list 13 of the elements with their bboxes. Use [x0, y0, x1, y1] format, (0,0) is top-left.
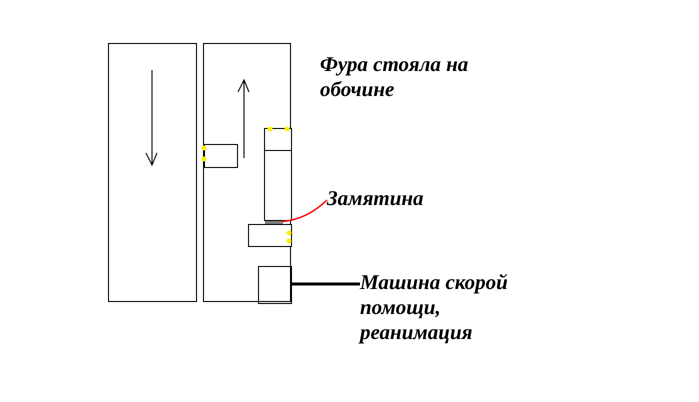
truck-trailer: [264, 150, 292, 221]
leader-line: [291, 282, 360, 286]
damage-mark: [265, 221, 283, 224]
car-shape: [204, 144, 238, 168]
truck-cab: [264, 128, 292, 151]
callout-text: Замятина: [327, 186, 467, 211]
ambulance-shape: [258, 266, 292, 304]
leader-line: [282, 199, 328, 222]
note-text: Фура стояла на обочине: [320, 52, 470, 102]
car-shape: [248, 224, 292, 247]
road-lane: [108, 43, 197, 302]
road-lane: [203, 43, 291, 302]
callout-text: Машина скорой помощи, реанимация: [360, 270, 540, 345]
